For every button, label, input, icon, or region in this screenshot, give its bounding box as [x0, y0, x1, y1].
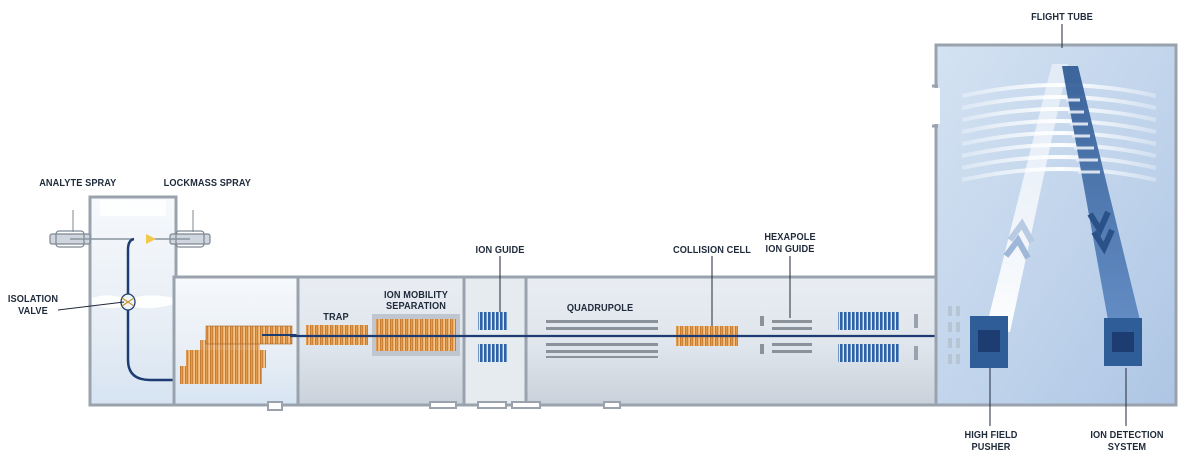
isolation-valve-label-line2: VALVE	[18, 306, 48, 317]
ion-flight-path-down	[1062, 66, 1140, 320]
isolation-valve-label-line1: ISOLATION	[7, 294, 59, 305]
flight-tube-stripes	[1066, 98, 1100, 174]
flight-tube-label: FLIGHT TUBE	[1031, 12, 1093, 23]
source-housing	[88, 195, 178, 407]
hexapole-label-line2: ION GUIDE	[765, 244, 815, 255]
pump-ports	[267, 401, 621, 411]
analyte-spray-source	[49, 230, 132, 248]
ion-guide-label: ION GUIDE	[475, 245, 525, 256]
ion-guide-chamber	[462, 275, 528, 407]
lockmass-spray-source	[146, 230, 211, 248]
ion-guide-plates	[478, 312, 508, 362]
lockmass-spray-label: LOCKMASS SPRAY	[163, 178, 252, 189]
ion-detection-system	[1104, 318, 1142, 366]
high-field-pusher	[970, 316, 1008, 368]
ion-flight-path-up	[985, 64, 1068, 332]
leader-lines	[57, 24, 1127, 426]
ion-mobility-label-line1: ION MOBILITY	[384, 290, 448, 301]
high-field-pusher-label-line1: HIGH FIELD	[964, 430, 1018, 441]
ion-mobility-label-line2: SEPARATION	[386, 301, 446, 312]
trap-label: TRAP	[323, 312, 349, 323]
collision-cell-label: COLLISION CELL	[673, 245, 751, 256]
stepwave-chamber	[172, 275, 300, 407]
quadrupole-rods	[546, 320, 658, 358]
hexapole-ion-guide	[760, 316, 812, 354]
transfer-lens-plates	[838, 312, 918, 362]
flight-direction-chevrons	[1003, 210, 1115, 260]
hexapole-label-line1: HEXAPOLE	[764, 232, 816, 243]
analyte-spray-label: ANALYTE SPRAY	[39, 178, 117, 189]
ion-detection-label-line2: SYSTEM	[1107, 442, 1147, 453]
ion-detection-label-line1: ION DETECTION	[1090, 430, 1164, 441]
quadrupole-label: QUADRUPOLE	[566, 303, 634, 314]
high-field-pusher-label-line2: PUSHER	[971, 442, 1011, 453]
